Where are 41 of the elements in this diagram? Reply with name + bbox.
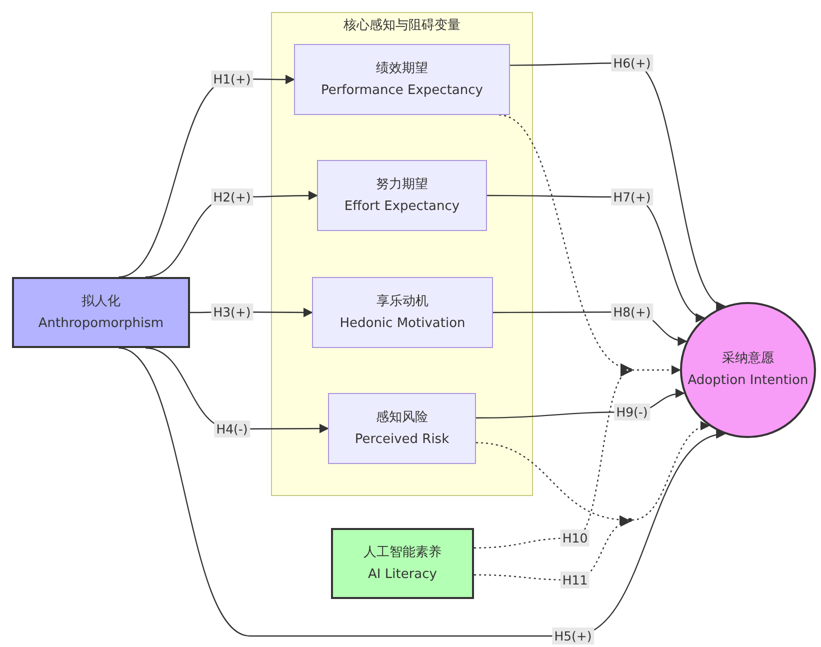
node-label: 人工智能素养 bbox=[364, 544, 442, 560]
node-label: AI Literacy bbox=[368, 566, 437, 582]
construct-box bbox=[331, 528, 474, 599]
node-label: Effort Expectancy bbox=[344, 198, 460, 214]
construct-box bbox=[317, 160, 487, 231]
edge-label: H10 bbox=[560, 530, 590, 546]
node-label: Hedonic Motivation bbox=[340, 316, 466, 332]
node-label: Adoption Intention bbox=[688, 373, 808, 389]
edge-label: H7(+) bbox=[611, 188, 653, 206]
construct-box bbox=[312, 277, 493, 348]
arrow bbox=[118, 347, 726, 637]
edge-label: H4(-) bbox=[214, 420, 250, 438]
node-label: Perceived Risk bbox=[354, 432, 450, 448]
node-label: 绩效期望 bbox=[376, 60, 428, 76]
edge-label: H3(+) bbox=[211, 304, 253, 320]
node-label: 采纳意愿 bbox=[722, 351, 774, 367]
dashed-arrow bbox=[476, 442, 629, 524]
edge-label: H11 bbox=[560, 572, 590, 588]
edge-label: H2(+) bbox=[211, 188, 253, 206]
node-label: Anthropomorphism bbox=[38, 316, 164, 332]
node-label: 感知风险 bbox=[376, 410, 428, 426]
construct-box bbox=[12, 277, 190, 348]
group-panel bbox=[271, 12, 533, 496]
construct-box bbox=[328, 393, 476, 464]
edge-label: H9(-) bbox=[614, 404, 650, 420]
node-label: 拟人化 bbox=[82, 294, 120, 310]
dashed-arrow bbox=[499, 114, 630, 370]
edge-label: H1(+) bbox=[211, 70, 253, 88]
construct-box bbox=[294, 44, 510, 115]
edge-label: H8(+) bbox=[611, 304, 653, 320]
node-label: 努力期望 bbox=[376, 176, 428, 192]
node-label: Performance Expectancy bbox=[321, 82, 483, 98]
dashed-arrow bbox=[632, 422, 710, 521]
junction-point bbox=[628, 518, 632, 522]
edge-label: H6(+) bbox=[611, 54, 653, 72]
node-label: 享乐动机 bbox=[376, 294, 428, 310]
group-title: 核心感知与阻碍变量 bbox=[344, 17, 460, 33]
arrow bbox=[510, 62, 726, 307]
edge-label: H5(+) bbox=[552, 628, 594, 644]
dashed-arrow bbox=[632, 365, 681, 375]
junction-point bbox=[628, 368, 632, 372]
